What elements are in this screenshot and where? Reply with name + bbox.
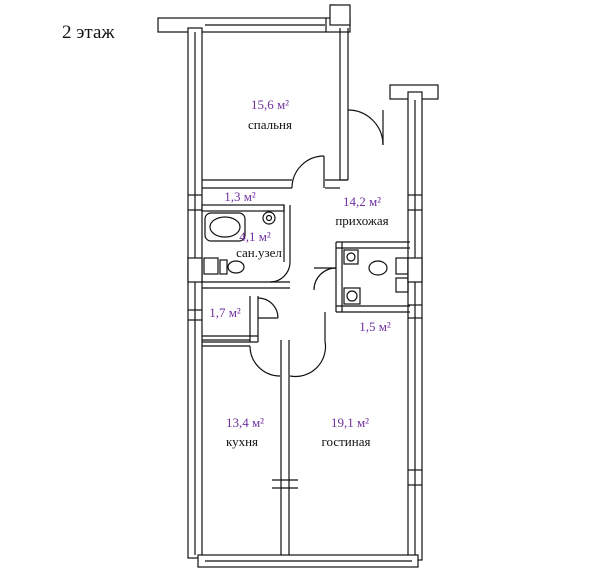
bathroom-area: 4,1 м²	[239, 229, 271, 244]
bedroom-door	[347, 109, 384, 146]
left-outer-wall	[187, 27, 203, 559]
top-wall-window	[157, 4, 351, 33]
closet-area: 1,3 м²	[224, 189, 256, 204]
bathroom-walls	[201, 204, 291, 289]
bedroom-right-wall	[339, 28, 349, 181]
right-outer-wall	[389, 84, 439, 561]
bedroom-area: 15,6 м²	[250, 97, 290, 112]
wc-area: 1,5 м²	[359, 319, 391, 334]
kitchen-living-divider	[202, 312, 327, 555]
bedroom-name: спальня	[248, 117, 292, 132]
kitchen-name: кухня	[225, 434, 259, 449]
living-area: 19,1 м²	[330, 415, 370, 430]
bathroom-name: сан.узел	[236, 245, 282, 260]
hallway-name: прихожая	[335, 213, 389, 228]
door-stubs	[187, 257, 423, 283]
bottom-wall-window	[197, 554, 419, 568]
floor-label: 2 этаж	[62, 22, 115, 43]
wc-walls	[313, 241, 410, 313]
kitchen-area: 13,4 м²	[225, 415, 265, 430]
living-name: гостиная	[321, 434, 371, 449]
bedroom-bottom-wall	[202, 155, 348, 189]
storage-walls	[202, 296, 279, 343]
hallway-area: 14,2 м²	[342, 194, 382, 209]
storage-area: 1,7 м²	[209, 305, 241, 320]
